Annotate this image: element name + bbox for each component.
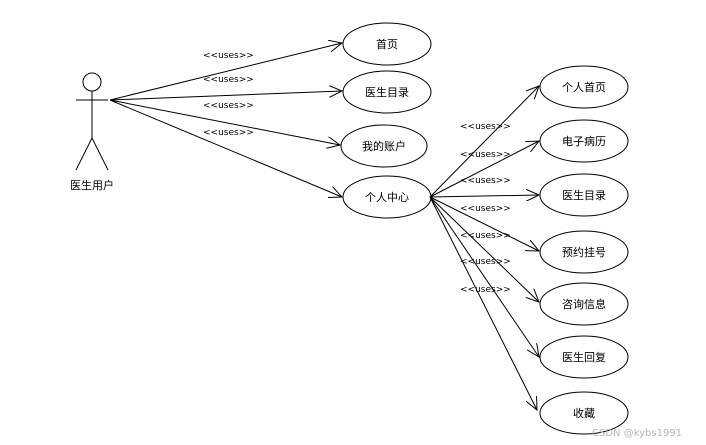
use-case-label: 收藏 [573,406,595,420]
use-case-favorites: 收藏 [539,391,629,435]
use-case-medical-record: 电子病历 [539,119,629,163]
actor-label: 医生用户 [70,178,114,192]
actor-left-leg [75,137,93,171]
assoc-line-favorites [429,196,537,410]
stereotype-label: <<uses>> [203,75,254,85]
stereotype-label: <<uses>> [460,204,511,214]
right-associations: <<uses>> <<uses>> <<uses>> <<uses>> <<us… [429,86,539,410]
use-case-label: 咨询信息 [562,297,606,311]
assoc-line-my-account [109,99,340,145]
use-case-label: 预约挂号 [562,245,606,259]
stereotype-label: <<uses>> [460,257,511,267]
assoc-line-personal-home [429,86,539,198]
stereotype-label: <<uses>> [460,231,511,241]
use-case-label: 个人中心 [365,191,409,204]
use-case-consultation: 咨询信息 [539,282,629,326]
assoc-line-medical-record [429,141,539,198]
actor-doctor-user: 医生用户 [70,72,114,192]
use-case-home: 首页 [342,22,432,66]
stereotype-label: <<uses>> [460,122,511,132]
use-case-personal-home: 个人首页 [539,65,629,109]
assoc-line-consultation [429,196,539,302]
assoc-line-doctor-list [109,91,342,101]
left-associations: <<uses>> <<uses>> <<uses>> <<uses>> [109,43,342,197]
use-case-label: 我的账户 [362,139,406,153]
stereotype-label: <<uses>> [203,51,254,61]
stereotype-label: <<uses>> [460,150,511,160]
use-case-doctor-list: 医生目录 [342,70,432,114]
assoc-line-doctor-reply [429,196,539,357]
watermark: CSDN @kybs1991 [592,428,682,439]
actor-head [82,72,102,92]
use-case-appointment: 预约挂号 [539,230,629,274]
actor-right-leg [91,137,109,171]
assoc-line-doctor-list-2 [429,195,539,197]
use-case-my-account: 我的账户 [340,124,428,168]
stereotype-label: <<uses>> [460,176,511,186]
use-case-doctor-reply: 医生回复 [539,335,629,379]
use-case-label: 电子病历 [562,134,606,148]
assoc-line-appointment [429,196,539,251]
stereotype-label: <<uses>> [203,101,254,111]
stereotype-label: <<uses>> [203,128,254,138]
stereotype-label: <<uses>> [460,285,511,295]
use-case-personal-center: 个人中心 [342,175,432,219]
use-case-label: 医生目录 [365,85,409,99]
use-case-label: 医生目录 [562,188,606,202]
assoc-line-personal-center [109,99,342,197]
use-case-label: 个人首页 [562,80,606,94]
use-case-label: 首页 [376,37,398,51]
assoc-line-home [109,43,342,101]
use-case-doctor-list-2: 医生目录 [539,173,629,217]
use-case-label: 医生回复 [562,350,606,364]
